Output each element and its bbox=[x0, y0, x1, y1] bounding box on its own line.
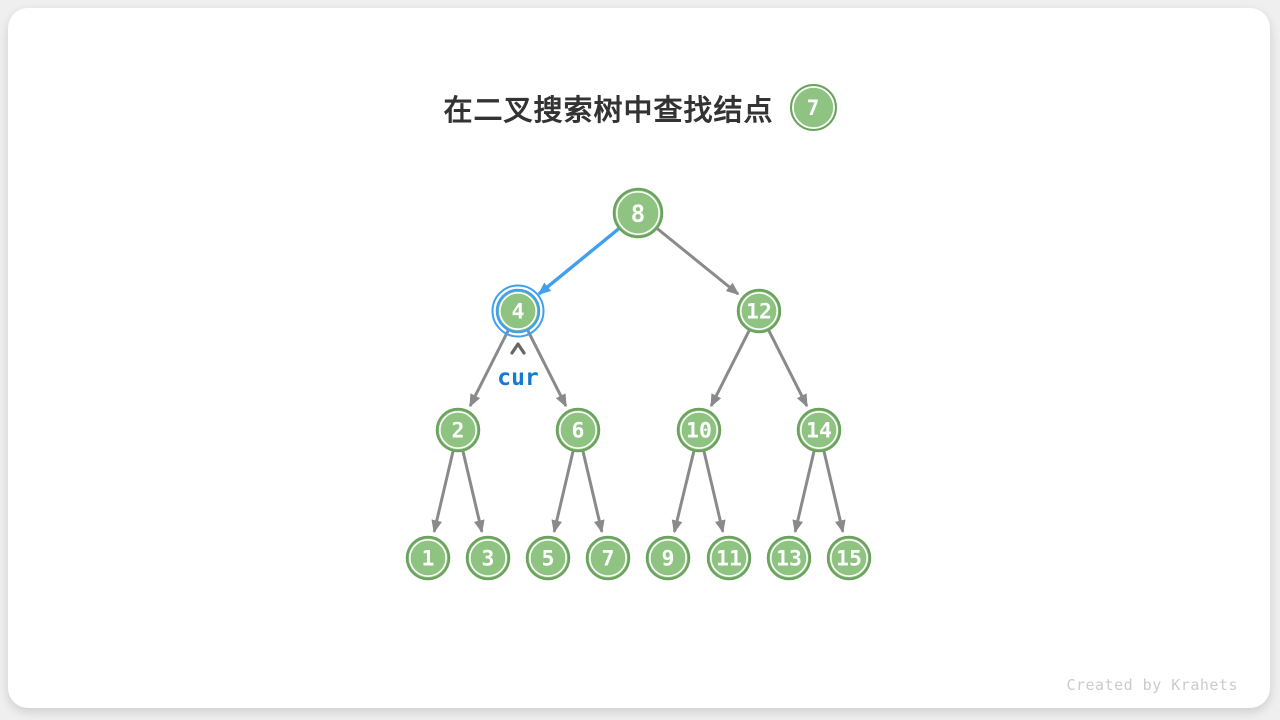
tree-node-value: 12 bbox=[746, 300, 772, 325]
tree-node-11: 11 bbox=[706, 535, 752, 581]
tree-edge-12-10 bbox=[709, 329, 751, 408]
tree-node-value: 7 bbox=[602, 547, 615, 572]
tree-node-value: 14 bbox=[806, 419, 832, 444]
target-node-value: 7 bbox=[806, 95, 820, 120]
tree-edge-2-1 bbox=[431, 451, 455, 534]
tree-node-12: 12 bbox=[736, 288, 782, 334]
tree-node-value: 10 bbox=[686, 419, 712, 444]
tree-node-14: 14 bbox=[796, 407, 842, 453]
tree-node-5: 5 bbox=[525, 535, 571, 581]
tree-edge-10-11 bbox=[702, 451, 726, 534]
tree-node-2: 2 bbox=[435, 407, 481, 453]
tree-node-value: 9 bbox=[662, 547, 675, 572]
tree-node-value: 4 bbox=[512, 300, 525, 325]
watermark: Created by Krahets bbox=[1066, 676, 1238, 694]
tree-node-value: 2 bbox=[452, 419, 465, 444]
tree-node-15: 15 bbox=[826, 535, 872, 581]
tree-node-value: 13 bbox=[776, 547, 802, 572]
diagram-title-row: 在二叉搜索树中查找结点 7 bbox=[0, 84, 1280, 131]
diagram-title: 在二叉搜索树中查找结点 bbox=[443, 94, 774, 127]
tree-edge-6-7 bbox=[581, 451, 605, 534]
cur-pointer-caret bbox=[510, 342, 526, 355]
tree-node-value: 6 bbox=[572, 419, 585, 444]
tree-node-7: 7 bbox=[585, 535, 631, 581]
target-node-badge: 7 bbox=[789, 84, 837, 131]
tree-edge-12-14 bbox=[767, 329, 809, 408]
tree-edge-4-2 bbox=[468, 329, 510, 408]
tree-edge-14-13 bbox=[792, 451, 816, 534]
tree-edge-4-6 bbox=[526, 329, 568, 408]
tree-node-1: 1 bbox=[405, 535, 451, 581]
tree-node-value: 11 bbox=[716, 547, 742, 572]
tree-edge-8-4 bbox=[537, 227, 620, 296]
tree-node-8: 8 bbox=[612, 187, 664, 239]
tree-node-value: 1 bbox=[422, 547, 435, 572]
tree-node-6: 6 bbox=[555, 407, 601, 453]
tree-edge-6-5 bbox=[551, 451, 575, 534]
tree-node-13: 13 bbox=[766, 535, 812, 581]
tree-node-9: 9 bbox=[645, 535, 691, 581]
tree-node-value: 8 bbox=[631, 200, 645, 228]
tree-node-4: 4 bbox=[491, 284, 545, 338]
tree-node-value: 3 bbox=[482, 547, 495, 572]
tree-node-3: 3 bbox=[465, 535, 511, 581]
tree-edge-8-12 bbox=[656, 227, 740, 296]
tree-edge-2-3 bbox=[461, 451, 485, 534]
tree-node-value: 5 bbox=[542, 547, 555, 572]
tree-node-value: 15 bbox=[836, 547, 862, 572]
tree-node-10: 10 bbox=[676, 407, 722, 453]
canvas-card bbox=[8, 8, 1270, 708]
cur-pointer-label: cur bbox=[497, 365, 539, 391]
tree-edge-14-15 bbox=[822, 451, 846, 534]
tree-edge-10-9 bbox=[671, 451, 696, 534]
